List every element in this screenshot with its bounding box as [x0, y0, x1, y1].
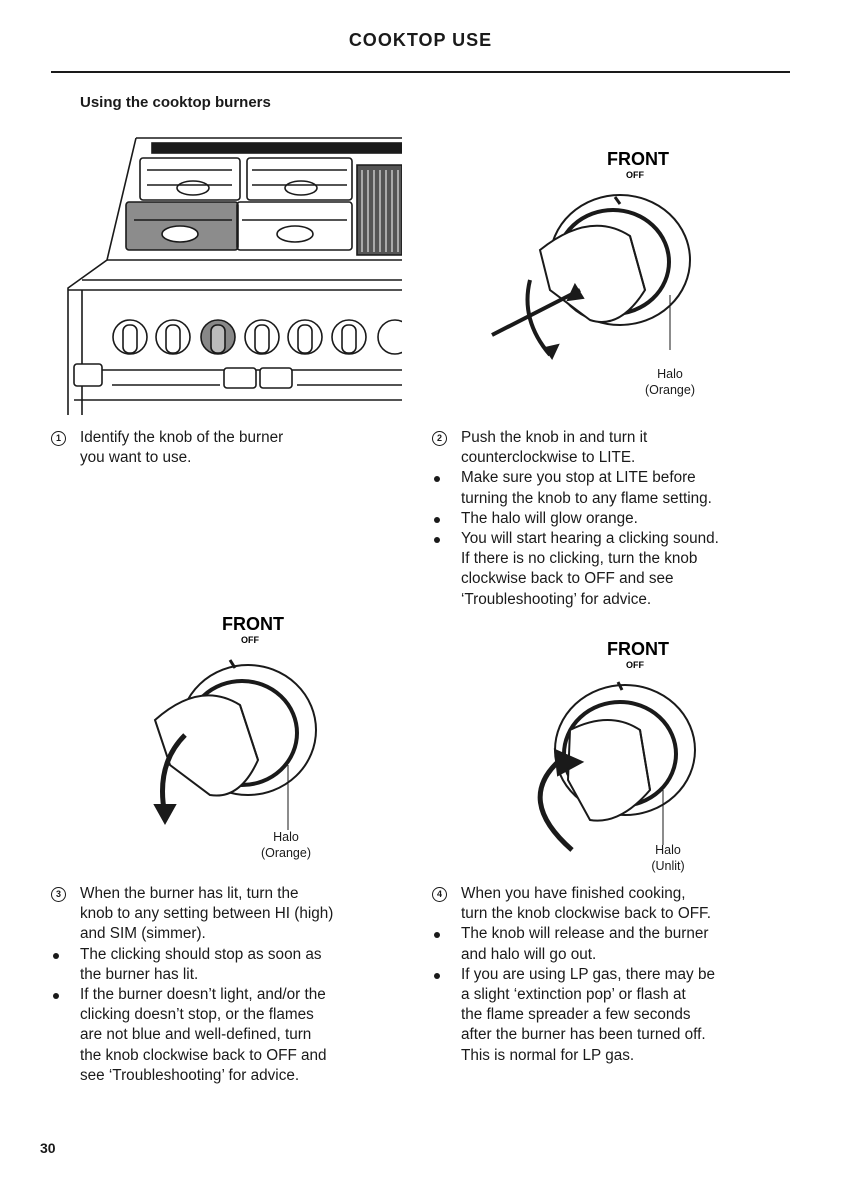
section-title: Using the cooktop burners	[80, 94, 271, 111]
halo-label-orange: Halo (Orange)	[644, 367, 696, 397]
halo-label-orange-2: Halo (Orange)	[260, 830, 312, 860]
list-item: If the burner doesn’t light, and/or the …	[51, 985, 421, 1086]
header-divider	[51, 71, 790, 73]
page-number: 30	[40, 1140, 56, 1156]
step-2: 2 Push the knob in and turn it countercl…	[432, 428, 802, 610]
front-label-3: FRONT	[607, 639, 669, 659]
step-number: 4	[432, 887, 447, 902]
page-header: COOKTOP USE	[348, 30, 493, 50]
list-item: If you are using LP gas, there may be a …	[432, 965, 802, 1066]
halo-label-unlit: Halo (Unlit)	[651, 843, 685, 873]
knob-push-turn-illustration: FRONT OFF	[470, 140, 710, 365]
front-label: FRONT	[607, 149, 669, 169]
list-item: Make sure you stop at LITE before turnin…	[432, 468, 802, 508]
list-item: The clicking should stop as soon as the …	[51, 945, 421, 985]
off-label: OFF	[626, 170, 644, 180]
list-item: The halo will glow orange.	[432, 509, 802, 529]
list-item: You will start hearing a clicking sound.…	[432, 529, 802, 610]
off-label-3: OFF	[626, 660, 644, 670]
front-label-2: FRONT	[222, 614, 284, 634]
knob-off-illustration: FRONT OFF	[500, 630, 710, 855]
off-label-2: OFF	[241, 635, 259, 645]
step-3: 3 When the burner has lit, turn the knob…	[51, 884, 421, 1086]
step-4: 4 When you have finished cooking, turn t…	[432, 884, 802, 1066]
knob-lit-illustration: FRONT OFF	[130, 605, 330, 835]
step-number: 1	[51, 431, 66, 446]
step-number: 2	[432, 431, 447, 446]
cooktop-illustration	[52, 130, 402, 415]
list-item: The knob will release and the burner and…	[432, 924, 802, 964]
step-number: 3	[51, 887, 66, 902]
step-1: 1 Identify the knob of the burner you wa…	[51, 428, 381, 468]
